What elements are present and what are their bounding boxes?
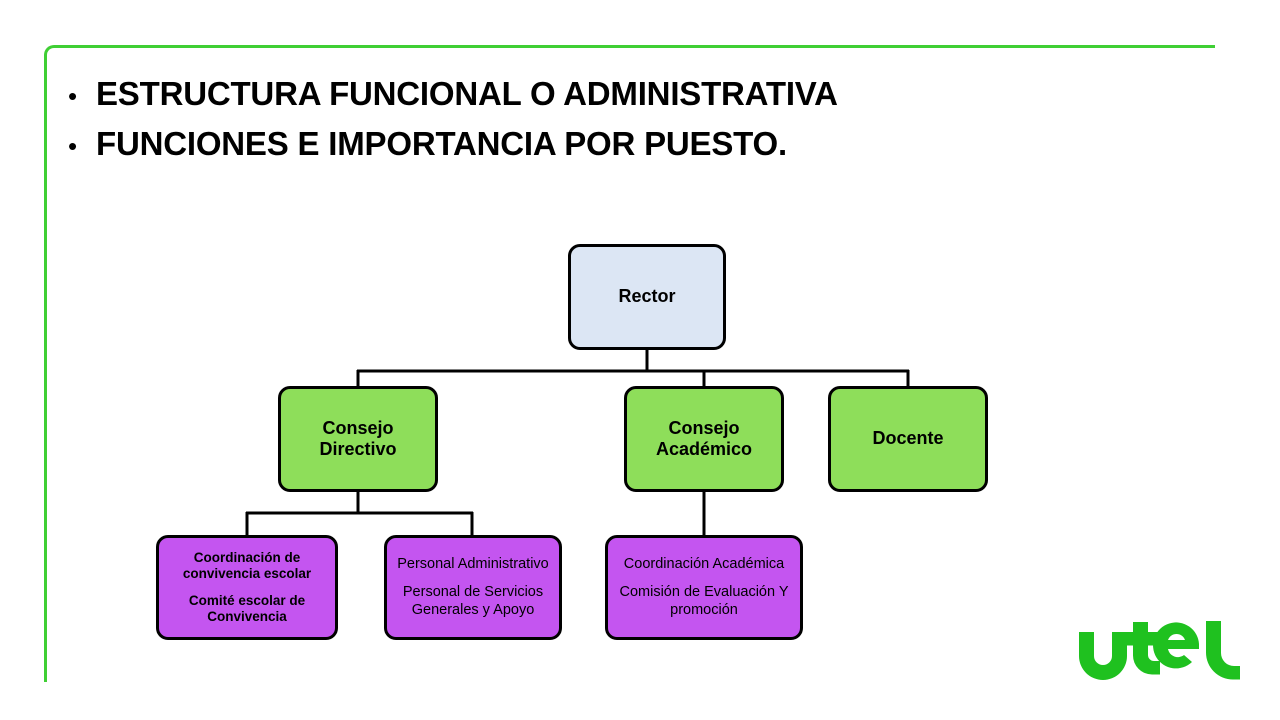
bullet-marker-icon: • xyxy=(68,81,78,111)
org-node-coordinacion-convivencia-text-1: Coordinación de convivencia escolar xyxy=(182,550,312,582)
org-node-coordinacion-academica[interactable]: Coordinación Académica Comisión de Evalu… xyxy=(605,535,803,640)
utel-logo xyxy=(1079,621,1240,680)
org-node-consejo-directivo-label-line2: Directivo xyxy=(319,439,397,459)
org-node-consejo-directivo[interactable]: Consejo Directivo xyxy=(278,386,438,492)
bullet-marker-icon: • xyxy=(68,130,78,161)
bullet-text-1: ESTRUCTURA FUNCIONAL O ADMINISTRATIVA xyxy=(96,75,838,112)
org-node-consejo-directivo-label-line1: Consejo xyxy=(322,417,394,438)
bullet-item-1: • ESTRUCTURA FUNCIONAL O ADMINISTRATIVA xyxy=(62,72,1062,116)
org-node-consejo-academico-label-line1: Consejo xyxy=(668,417,740,438)
org-node-consejo-academico[interactable]: Consejo Académico xyxy=(624,386,784,492)
slide-title-block: • ESTRUCTURA FUNCIONAL O ADMINISTRATIVA … xyxy=(62,72,1062,171)
org-node-personal-administrativo-text-2: Personal de Servicios Generales y Apoyo xyxy=(402,584,544,618)
org-node-coordinacion-convivencia-text-2: Comité escolar de Convivencia xyxy=(188,593,306,624)
org-node-consejo-academico-label-line2: Académico xyxy=(655,439,753,459)
bullet-item-2: • FUNCIONES E IMPORTANCIA POR PUESTO. xyxy=(62,122,1062,166)
org-node-coordinacion-academica-text-2: Comisión de Evaluación Y promoción xyxy=(619,584,789,618)
org-node-personal-administrativo[interactable]: Personal Administrativo Personal de Serv… xyxy=(384,535,562,640)
org-node-docente-label: Docente xyxy=(872,428,944,449)
org-node-coordinacion-academica-text-1: Coordinación Académica xyxy=(623,556,785,573)
org-node-docente[interactable]: Docente xyxy=(828,386,988,492)
bullet-text-2: FUNCIONES E IMPORTANCIA POR PUESTO. xyxy=(96,124,787,162)
org-node-rector[interactable]: Rector xyxy=(568,244,726,350)
org-node-personal-administrativo-text-1: Personal Administrativo xyxy=(397,556,549,573)
org-node-rector-label: Rector xyxy=(618,286,676,307)
org-node-coordinacion-convivencia[interactable]: Coordinación de convivencia escolar Comi… xyxy=(156,535,338,640)
